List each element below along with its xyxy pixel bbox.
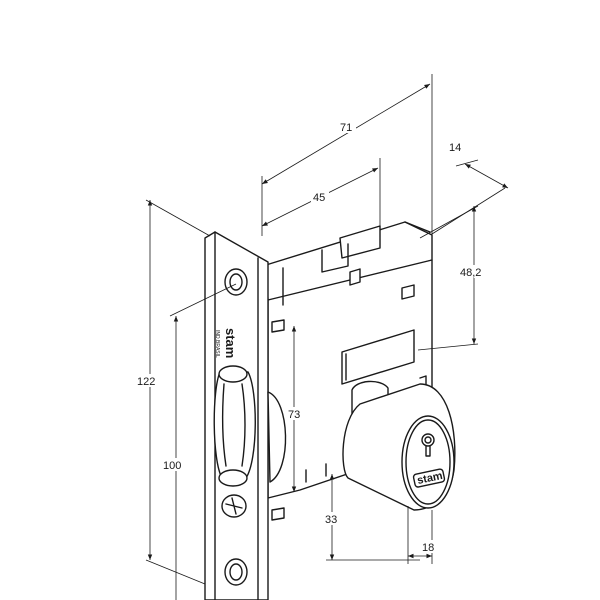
case-slot-3 [271, 319, 285, 333]
cylinder-face [401, 415, 455, 509]
top-screw-hole [224, 268, 248, 296]
case-slot-1 [349, 268, 361, 286]
cross-screw [221, 494, 247, 518]
dim-33-label: 33 [325, 514, 337, 526]
dim-14-label: 14 [449, 142, 461, 154]
dimension-labels: 71 45 14 48,2 122 100 73 33 18 [136, 120, 488, 554]
keyhole-icon [421, 433, 435, 457]
dim-73-label: 73 [288, 409, 300, 421]
key-cylinder: stam [342, 380, 456, 511]
dim-122-label: 122 [137, 376, 155, 388]
dim-71-label: 71 [340, 122, 352, 134]
dim-45-label: 45 [313, 192, 325, 204]
dim-48-2-label: 48,2 [460, 267, 481, 279]
case-window [341, 329, 415, 385]
faceplate-logo: stam [223, 328, 238, 358]
case-slot-4 [271, 507, 285, 521]
dimension-lines [145, 74, 509, 600]
case-slot-2 [401, 284, 415, 300]
dim-100-label: 100 [163, 460, 181, 472]
cylinder-logo: stam [416, 470, 444, 487]
bottom-screw-hole [224, 558, 248, 586]
dim-18-label: 18 [422, 542, 434, 554]
latch-bolt [213, 365, 287, 487]
faceplate-origin-text: IND.BRASIL [214, 330, 220, 358]
